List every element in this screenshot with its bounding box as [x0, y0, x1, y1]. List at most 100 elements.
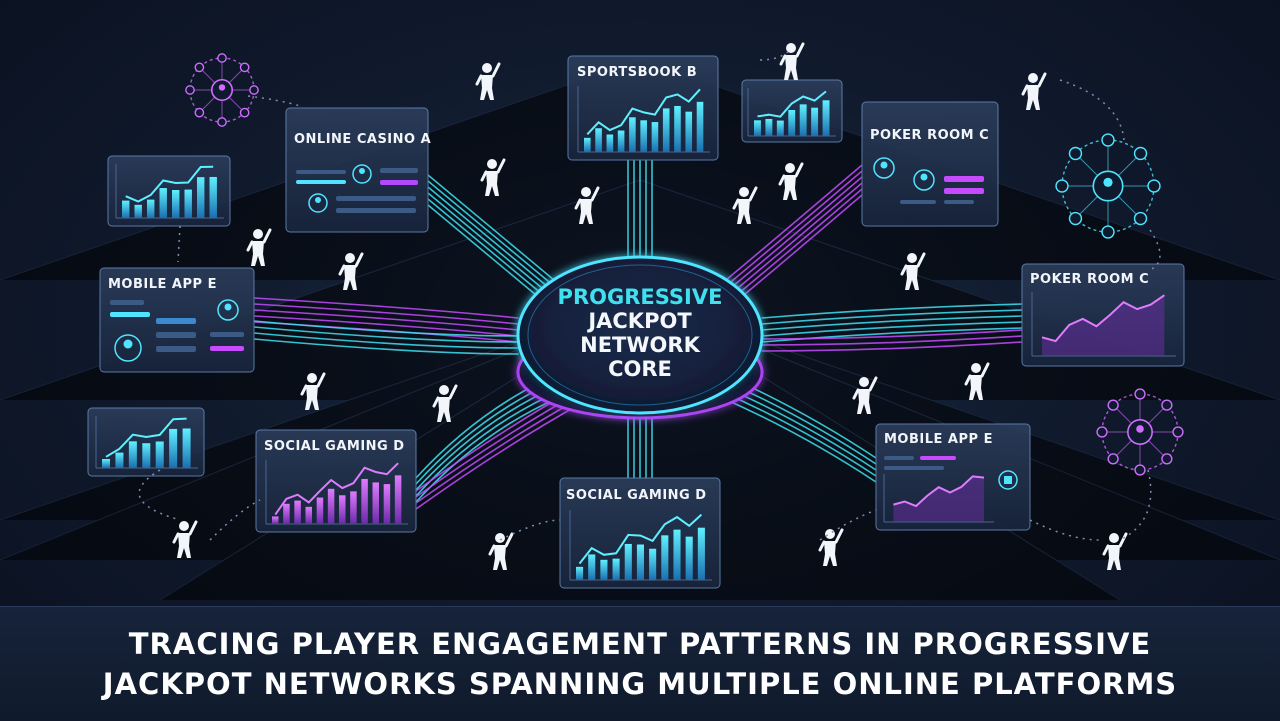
chart-bar [600, 559, 608, 580]
chart-bar [649, 548, 657, 580]
chart-bar [155, 441, 164, 468]
player-figure-icon [778, 162, 804, 200]
panel-social-gaming-d-left-label: SOCIAL GAMING D [264, 439, 405, 454]
chart-line [757, 90, 827, 118]
poker-room-c-rows [900, 176, 984, 204]
player-figure-icon [300, 372, 326, 410]
player-figure-icon [900, 252, 926, 290]
player-figure-icon [338, 252, 364, 290]
mobile-app-e-right-rows [884, 456, 956, 470]
core-title-line1: PROGRESSIVE [558, 285, 723, 309]
caption-bar: TRACING PLAYER ENGAGEMENT PATTERNS IN PR… [0, 606, 1280, 721]
chart-bar [697, 527, 705, 580]
hub-network-icon-top-left [185, 53, 259, 127]
player-figure-icon [964, 362, 990, 400]
beam-line-2-1 [253, 326, 519, 343]
beam-line-1-1 [253, 303, 519, 325]
panel-mobile-app-e-left-label: MOBILE APP E [108, 277, 217, 292]
player-figure-icon [852, 376, 878, 414]
chart-line [125, 165, 214, 203]
beam-line-8-4 [719, 396, 877, 483]
beam-line-1-3 [253, 315, 519, 337]
chart-bar [662, 108, 670, 152]
player-figure-icon [432, 384, 458, 422]
sportsbook-b-chart [577, 86, 710, 153]
chart-bar [115, 452, 124, 468]
chart-bar [305, 506, 313, 524]
beam-line-1-2 [253, 309, 519, 331]
chart-bar [754, 120, 761, 136]
chart-bar [612, 558, 620, 580]
chart-bar [617, 130, 625, 152]
chart-line [578, 513, 703, 565]
chart-line [105, 417, 187, 458]
chart-bar [685, 111, 693, 152]
panel-online-casino-a: ONLINE CASINO A [285, 107, 431, 233]
chart-bar [661, 535, 669, 580]
panel-sportsbook-b: SPORTSBOOK B [567, 55, 719, 161]
chart-bar [361, 478, 368, 524]
beam-line-0-0 [427, 174, 561, 286]
chart-bar [765, 118, 773, 136]
beam-line-2-2 [253, 332, 519, 349]
chart-bar [147, 199, 155, 218]
player-figure-icon [779, 42, 805, 80]
player-figure-icon [732, 186, 758, 224]
beam-line-5-1 [719, 170, 863, 292]
panel-mobile-app-e-right: MOBILE APP E [875, 423, 1031, 531]
chart-bar [316, 497, 324, 524]
chart-line [893, 475, 985, 508]
chart-bar [128, 441, 137, 468]
chart-bar [811, 107, 819, 136]
chart-bar [134, 204, 142, 218]
core-title-line2: JACKPOT [586, 309, 692, 333]
poker-room-c-right-chart [1031, 292, 1176, 357]
online-casino-a-avatar-1-icon [352, 164, 372, 184]
hub-network-icon-right-bottom [1096, 388, 1184, 476]
beam-line-6-1 [761, 309, 1023, 325]
beam-line-4-3 [415, 403, 581, 510]
social-gaming-d-bottom-chart [569, 510, 712, 581]
chart-bar [584, 137, 591, 152]
chart-bar [595, 128, 602, 152]
mobile-app-e-left-avatar-2-icon [114, 334, 142, 362]
beam-line-7-0 [761, 329, 1023, 340]
chart-bar [606, 134, 614, 152]
social-gaming-d-left-chart [265, 460, 408, 525]
caption-line-2: JACKPOT NETWORKS SPANNING MULTIPLE ONLIN… [102, 667, 1178, 701]
left-bottom-chart [95, 416, 198, 469]
beam-line-2-0 [253, 320, 519, 337]
chart-bar [172, 190, 180, 218]
beam-line-0-1 [427, 180, 561, 292]
player-figure-icon [475, 62, 501, 100]
chart-bar [822, 100, 830, 136]
players [172, 42, 1128, 570]
beam-line-1-0 [253, 297, 519, 319]
chart-bar [339, 495, 346, 524]
mobile-app-e-right-chart [883, 474, 994, 523]
beam-line-7-1 [761, 335, 1023, 346]
network-diagram: PROGRESSIVE JACKPOT NETWORK CORE SPORTSB… [0, 42, 1280, 600]
chart-bar [142, 443, 151, 468]
player-figure-icon [172, 520, 198, 558]
online-casino-a-avatar-2-icon [308, 193, 328, 213]
panel-online-casino-a-label: ONLINE CASINO A [294, 132, 431, 147]
panel-mobile-app-e-right-label: MOBILE APP E [884, 432, 993, 447]
chart-bar [159, 188, 167, 218]
chart-bar [788, 109, 796, 136]
panel-sportsbook-b-label: SPORTSBOOK B [577, 65, 697, 80]
panel-mobile-app-e-left: MOBILE APP E [99, 267, 255, 373]
panel-chart-left-bottom [87, 407, 205, 477]
chart-bar [283, 503, 290, 524]
panel-poker-room-c-right: POKER ROOM C [1021, 263, 1185, 367]
chart-bar [102, 459, 111, 468]
panel-poker-room-c-top: POKER ROOM C [861, 101, 999, 227]
chart-bar [383, 484, 391, 524]
chart-bar [624, 543, 632, 580]
chart-bar [169, 428, 178, 468]
poker-room-c-avatar-1-icon [873, 157, 895, 179]
chart-bar [197, 177, 205, 218]
core-title-line4: CORE [608, 357, 672, 381]
panel-chart-left-top [107, 155, 231, 227]
panel-poker-room-c-right-label: POKER ROOM C [1030, 272, 1149, 287]
